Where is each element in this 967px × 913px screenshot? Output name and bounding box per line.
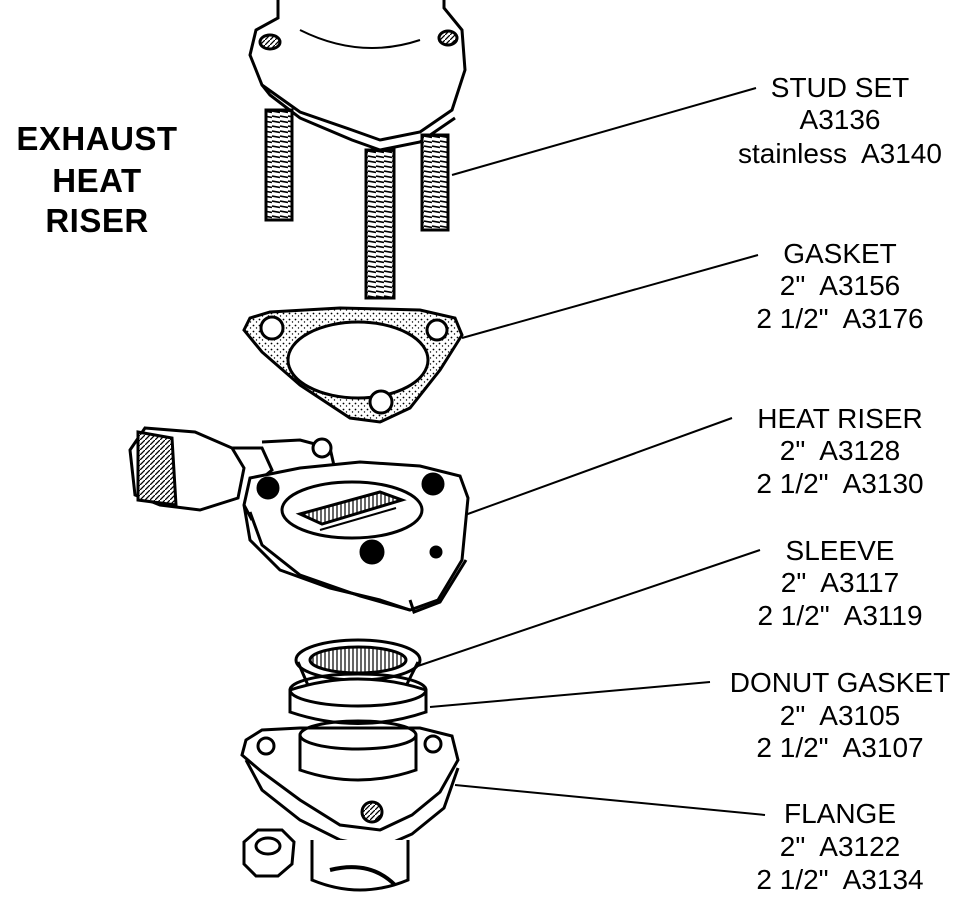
- sleeve-2-5in-part-number: 2 1/2" A3119: [757, 600, 923, 631]
- gasket-label: GASKET: [783, 238, 897, 269]
- heat-riser-2-5in-part-number: 2 1/2" A3130: [756, 468, 924, 499]
- donut-gasket-leader: [429, 681, 711, 708]
- flange-2in-part-number: 2" A3122: [779, 831, 901, 862]
- gasket-illustration: [242, 306, 464, 424]
- gasket-2-5in-part-number: 2 1/2" A3176: [756, 303, 924, 334]
- leader-lines: [411, 87, 766, 816]
- heat-riser-illustration: [128, 426, 470, 614]
- flange-illustration: [240, 672, 460, 892]
- flange-label: FLANGE: [783, 798, 897, 829]
- title-line-2: HEAT: [52, 162, 142, 199]
- donut-gasket-2-5in-part-number: 2 1/2" A3107: [756, 732, 924, 763]
- donut-gasket-label: DONUT GASKET: [729, 667, 951, 698]
- flange-2-5in-part-number: 2 1/2" A3134: [756, 864, 924, 895]
- gasket-2in-part-number: 2" A3156: [779, 270, 901, 301]
- gasket-leader: [461, 254, 759, 339]
- stud-set-leader: [451, 87, 757, 176]
- title-line-3: RISER: [45, 202, 149, 239]
- sleeve-label: SLEEVE: [785, 535, 895, 566]
- flange-leader: [454, 784, 766, 816]
- heat-riser-2in-part-number: 2" A3128: [779, 435, 901, 466]
- stud-set-part-number: A3136: [799, 104, 881, 135]
- sleeve-2in-part-number: 2" A3117: [780, 567, 900, 598]
- heat-riser-label: HEAT RISER: [757, 403, 923, 434]
- heat-riser-leader: [464, 417, 733, 516]
- stud-set-illustration: [264, 108, 450, 300]
- stud-set-stainless-part-number: stainless A3140: [738, 138, 942, 169]
- donut-gasket-2in-part-number: 2" A3105: [779, 700, 901, 731]
- sleeve-leader: [411, 549, 761, 669]
- stud-set-label: STUD SET: [770, 72, 910, 103]
- exhaust-manifold-outlet: [248, 0, 467, 152]
- title-line-1: EXHAUST: [16, 120, 178, 157]
